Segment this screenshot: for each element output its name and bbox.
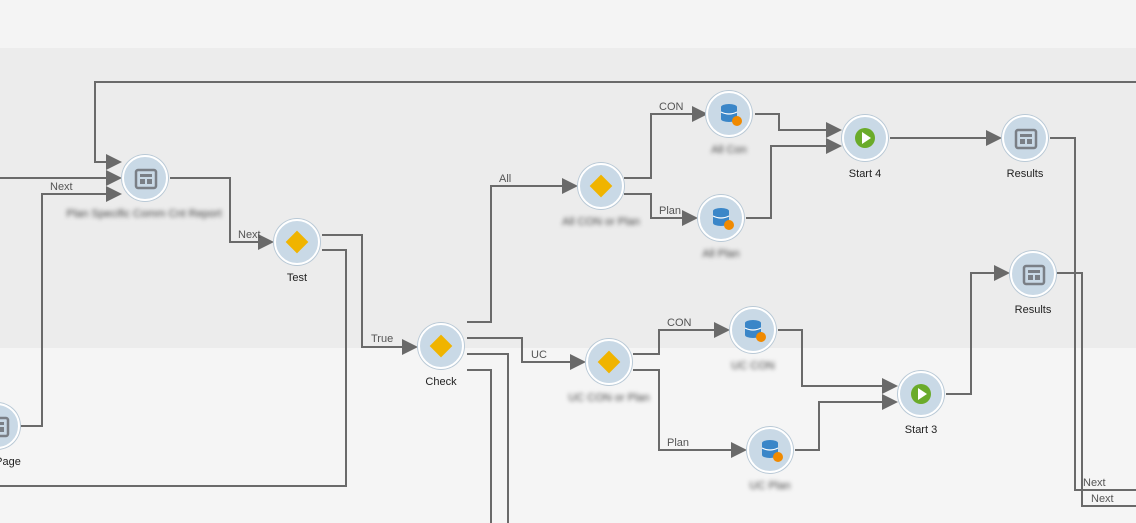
all-decision-label: All CON or Plan (562, 216, 640, 228)
connector (633, 322, 730, 355)
test-decision-node[interactable] (274, 219, 320, 265)
page-node-label: Page (0, 456, 21, 468)
connector (795, 394, 898, 451)
uc-plan-label: UC Plan (749, 480, 791, 492)
report-node[interactable] (122, 155, 168, 201)
canvas-swimlane (0, 48, 1136, 348)
uc-con-node[interactable] (730, 307, 776, 353)
page-node[interactable] (0, 403, 20, 449)
edge-label-plan: Plan (667, 437, 690, 449)
play-icon (855, 128, 875, 148)
edge-label-con: CON (659, 101, 684, 113)
edge-label-uc: UC (531, 349, 547, 361)
database-icon (761, 440, 783, 462)
edge-label-next: Next (1091, 493, 1114, 505)
connector (467, 178, 578, 323)
decision-icon (597, 350, 621, 374)
connector (0, 249, 347, 487)
decision-icon (285, 230, 309, 254)
connector (624, 106, 708, 179)
results-top-label: Results (1006, 168, 1044, 180)
all-plan-node[interactable] (698, 195, 744, 241)
connector (624, 193, 698, 226)
connector (755, 113, 842, 138)
report-node-label: Plan Specific Comm Cnt Report (66, 208, 222, 220)
connector (778, 329, 898, 394)
uc-decision-node[interactable] (586, 339, 632, 385)
uc-decision-label: UC CON or Plan (568, 392, 650, 404)
connector (467, 353, 509, 523)
report-icon (0, 416, 10, 438)
start4-label: Start 4 (848, 168, 882, 180)
edge-label-true: True (371, 333, 394, 345)
database-icon (720, 104, 742, 126)
start3-label: Start 3 (904, 424, 938, 436)
all-con-label: All Con (711, 144, 747, 156)
connector (746, 138, 842, 219)
all-decision-node[interactable] (578, 163, 624, 209)
connector (467, 369, 492, 523)
start3-node[interactable] (898, 371, 944, 417)
uc-con-label: UC CON (731, 360, 775, 372)
play-icon (911, 384, 931, 404)
edge-label-con: CON (667, 317, 692, 329)
all-plan-label: All Plan (702, 248, 740, 260)
results-mid-node[interactable] (1010, 251, 1056, 297)
canvas-bottom-band (0, 348, 1136, 523)
edge-label-next: Next (50, 181, 73, 193)
connector (633, 369, 747, 458)
edge-label-all: All (499, 173, 512, 185)
results-top-node[interactable] (1002, 115, 1048, 161)
decision-icon (429, 334, 453, 358)
connector (467, 337, 586, 370)
check-decision-node[interactable] (418, 323, 464, 369)
connector (322, 234, 418, 355)
check-node-label: Check (425, 376, 457, 388)
connector (20, 186, 122, 427)
test-node-label: Test (286, 272, 308, 284)
report-icon (134, 168, 158, 190)
report-icon (1022, 264, 1046, 286)
report-icon (1014, 128, 1038, 150)
uc-plan-node[interactable] (747, 427, 793, 473)
edge-label-next: Next (238, 229, 261, 241)
connector (1050, 137, 1136, 491)
connector (94, 81, 1136, 170)
edge-label-next: Next (1083, 477, 1106, 489)
connector (1057, 272, 1136, 507)
all-con-node[interactable] (706, 91, 752, 137)
database-icon (712, 208, 734, 230)
decision-icon (589, 174, 613, 198)
results-mid-label: Results (1014, 304, 1052, 316)
connector (946, 265, 1010, 395)
edge-label-plan: Plan (659, 205, 682, 217)
canvas-top-band (0, 0, 1136, 48)
start4-node[interactable] (842, 115, 888, 161)
database-icon (744, 320, 766, 342)
connector (170, 177, 274, 250)
